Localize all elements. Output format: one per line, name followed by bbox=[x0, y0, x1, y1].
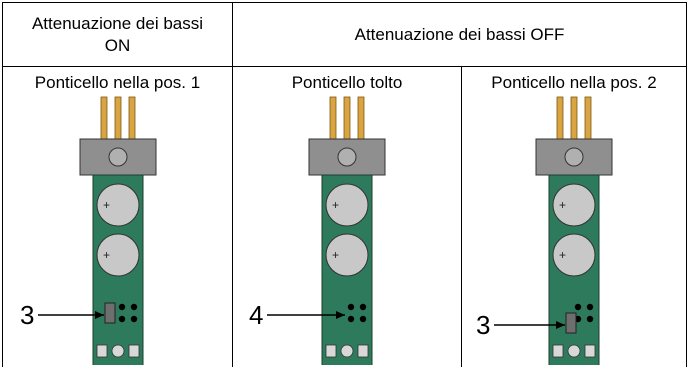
jumper-contact bbox=[130, 315, 137, 323]
pcb-illustration: + +3 bbox=[20, 96, 156, 365]
jumper-contact bbox=[586, 303, 594, 311]
capacitor bbox=[325, 183, 369, 227]
capacitor bbox=[96, 183, 139, 227]
header-pin bbox=[556, 96, 564, 142]
jumper-settings-table: Attenuazione dei bassi ON Attenuazione d… bbox=[2, 2, 687, 367]
plus-icon: + bbox=[559, 248, 566, 262]
plus-icon: + bbox=[103, 198, 110, 212]
solder-pad bbox=[567, 344, 581, 358]
jumper-contact bbox=[586, 315, 594, 323]
header-pin bbox=[128, 96, 135, 142]
plus-icon: + bbox=[559, 198, 566, 212]
connector-hole bbox=[564, 147, 584, 167]
connector-hole bbox=[108, 147, 127, 167]
capacitor bbox=[96, 233, 139, 277]
jumper-shunt bbox=[565, 312, 577, 334]
pcb-illustration: + +4 bbox=[249, 96, 386, 365]
header-pin bbox=[584, 96, 592, 142]
solder-pad bbox=[584, 344, 596, 358]
solder-pad bbox=[357, 344, 369, 358]
callout-arrowhead bbox=[94, 311, 104, 319]
solder-pad bbox=[340, 344, 354, 358]
connector-hole bbox=[337, 147, 357, 167]
jumper-contact bbox=[359, 303, 367, 311]
header-pin bbox=[343, 96, 351, 142]
callout-arrowhead bbox=[336, 311, 345, 319]
pcb-illustration: + +3 bbox=[476, 96, 613, 365]
jumper-contact bbox=[130, 303, 137, 311]
header-pin bbox=[357, 96, 365, 142]
solder-pad bbox=[552, 344, 564, 358]
capacitor bbox=[552, 183, 596, 227]
header-pin bbox=[100, 96, 107, 142]
callout-number: 3 bbox=[20, 300, 34, 330]
solder-pad bbox=[111, 344, 124, 358]
caption-jumper-pos2: Ponticello nella pos. 2 bbox=[491, 73, 657, 92]
callout-number: 3 bbox=[476, 310, 490, 340]
caption-jumper-pos1: Ponticello nella pos. 1 bbox=[34, 73, 201, 92]
plus-icon: + bbox=[332, 248, 339, 262]
jumper-contact bbox=[118, 303, 125, 311]
jumper-contact bbox=[118, 315, 125, 323]
callout-arrowhead bbox=[556, 321, 565, 329]
jumper-contact bbox=[359, 315, 367, 323]
jumper-contact bbox=[347, 303, 355, 311]
column-jumper-removed: Ponticello tolto + +4 bbox=[232, 66, 462, 367]
capacitor bbox=[325, 233, 369, 277]
solder-pad bbox=[128, 344, 139, 358]
caption-jumper-removed: Ponticello tolto bbox=[291, 73, 403, 92]
solder-pad bbox=[325, 344, 337, 358]
header-pin bbox=[114, 96, 121, 142]
solder-pad bbox=[96, 344, 107, 358]
plus-icon: + bbox=[332, 198, 339, 212]
header-pin bbox=[329, 96, 337, 142]
column-jumper-pos2: Ponticello nella pos. 2 + +3 bbox=[461, 66, 687, 367]
callout-number: 4 bbox=[249, 300, 263, 330]
header-on-label: Attenuazione dei bassi ON bbox=[31, 13, 204, 55]
jumper-shunt bbox=[104, 302, 115, 324]
plus-icon: + bbox=[103, 248, 110, 262]
header-bass-attenuation-off: Attenuazione dei bassi OFF bbox=[232, 2, 687, 67]
column-jumper-pos1: Ponticello nella pos. 1 + +3 bbox=[2, 66, 233, 367]
pin-connector bbox=[535, 138, 613, 176]
jumper-contact bbox=[347, 315, 355, 323]
header-bass-attenuation-on: Attenuazione dei bassi ON bbox=[2, 2, 233, 67]
capacitor bbox=[552, 233, 596, 277]
header-off-label: Attenuazione dei bassi OFF bbox=[354, 24, 565, 44]
header-pin bbox=[570, 96, 578, 142]
jumper-contact bbox=[574, 303, 582, 311]
